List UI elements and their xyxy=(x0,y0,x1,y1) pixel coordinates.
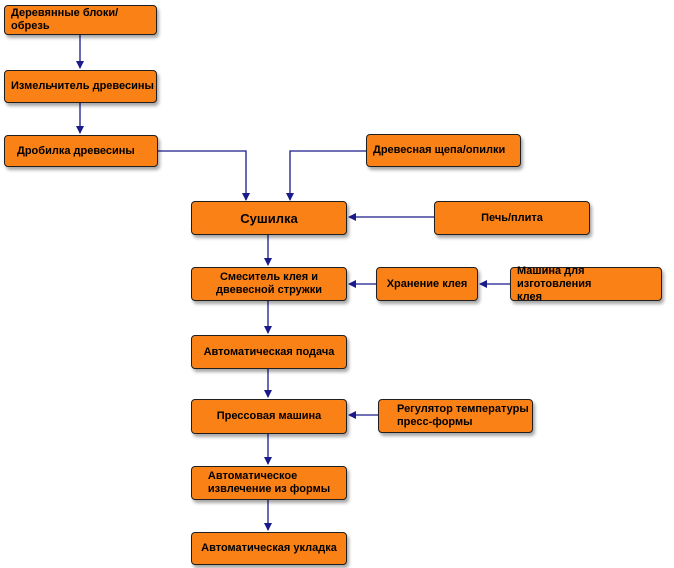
node-dryer-label: Сушилка xyxy=(240,210,298,226)
node-wood-crusher: Дробилка древесины xyxy=(4,135,158,167)
node-furnace: Печь/плита xyxy=(434,201,590,235)
node-auto-feed: Автоматическая подача xyxy=(191,335,347,369)
node-wood-crusher-label: Дробилка древесины xyxy=(17,144,135,157)
node-glue-making-machine: Машина для изготовления клея xyxy=(510,264,662,303)
node-dryer: Сушилка xyxy=(191,201,347,235)
node-wood-chips-sawdust-label: Древесная щепа/опилки xyxy=(373,144,506,156)
node-furnace-label: Печь/плита xyxy=(481,211,543,224)
node-press-machine-label: Прессовая машина xyxy=(216,410,322,422)
node-wood-blocks: Деревянные блоки/обрезь xyxy=(4,5,157,35)
node-glue-making-machine-label: Машина для изготовления клея xyxy=(517,264,592,303)
node-auto-stacking: Автоматическая укладка xyxy=(191,532,347,565)
node-glue-storage: Хранение клея xyxy=(376,267,478,301)
arrow-chips-to-dryer xyxy=(286,150,366,201)
node-wood-blocks-label: Деревянные блоки/обрезь xyxy=(11,7,119,32)
node-mold-temp-regulator: Регулятор температуры пресс-формы xyxy=(378,399,533,433)
node-mold-temp-regulator-label: Регулятор температуры пресс-формы xyxy=(397,403,529,428)
node-wood-chips-sawdust: Древесная щепа/опилки xyxy=(366,134,521,167)
node-auto-stacking-label: Автоматическая укладка xyxy=(201,542,337,554)
node-wood-shredder: Измельчитель древесины xyxy=(4,70,157,103)
node-auto-feed-label: Автоматическая подача xyxy=(203,345,335,358)
node-auto-demolding-label: Автоматическое извлечение из формы xyxy=(207,470,331,495)
node-glue-mixer-label: Смеситель клея и двевесной стружки xyxy=(215,271,322,296)
node-glue-mixer: Смеситель клея и двевесной стружки xyxy=(191,267,347,301)
node-wood-shredder-label: Измельчитель древесины xyxy=(11,80,154,92)
node-auto-demolding: Автоматическое извлечение из формы xyxy=(191,466,347,500)
node-glue-storage-label: Хранение клея xyxy=(386,277,468,290)
arrow-crusher-to-dryer xyxy=(158,150,250,201)
node-press-machine: Прессовая машина xyxy=(191,399,347,434)
